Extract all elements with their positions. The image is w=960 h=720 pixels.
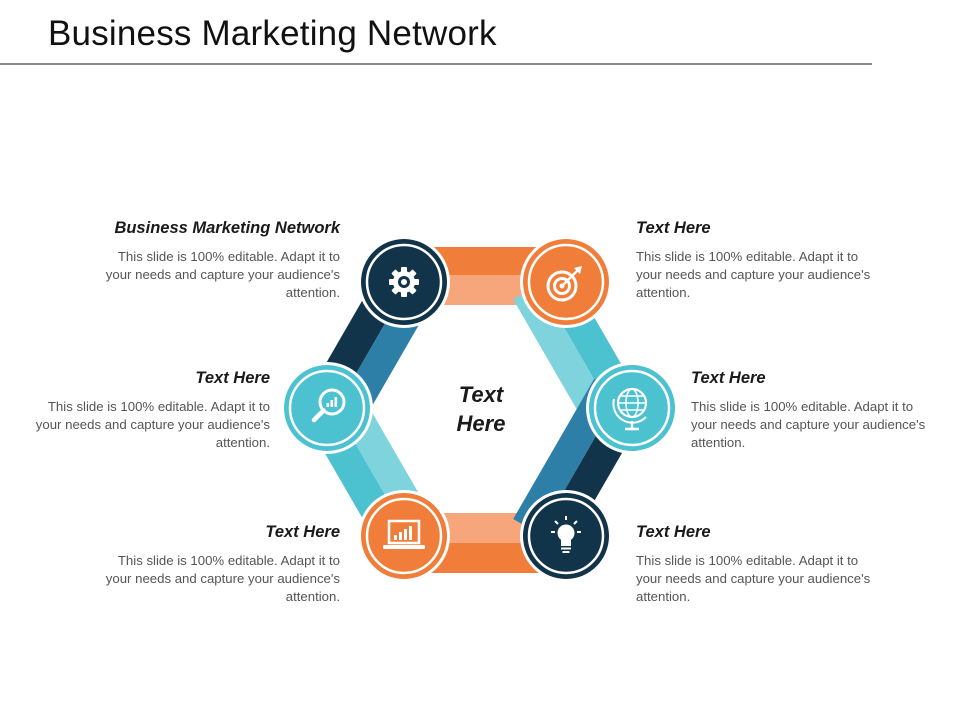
text-block-title: Text Here [691, 369, 766, 387]
text-block-bottom-left: Text Here This slide is 100% editable. A… [100, 523, 340, 606]
laptop-chart-icon [383, 519, 425, 549]
node-middle-left [281, 362, 373, 454]
node-top-left [358, 236, 450, 328]
globe-icon [612, 387, 648, 431]
text-block-middle-right: Text Here This slide is 100% editable. A… [691, 369, 931, 452]
page-title: Business Marketing Network [48, 14, 497, 53]
text-block-top-right: Text Here This slide is 100% editable. A… [636, 219, 876, 302]
node-middle-right [586, 362, 678, 454]
gear-icon [389, 267, 419, 297]
center-label-line1: Text [458, 382, 504, 407]
title-divider [0, 63, 872, 65]
node-bottom-right [520, 490, 612, 582]
text-block-bottom-right: Text Here This slide is 100% editable. A… [636, 523, 876, 606]
node-top-right [520, 236, 612, 328]
center-label-line2: Here [456, 411, 506, 436]
text-block-body: This slide is 100% editable. Adapt it to… [636, 249, 871, 300]
text-block-title: Text Here [636, 219, 711, 237]
text-block-title: Business Marketing Network [114, 219, 340, 237]
text-block-body: This slide is 100% editable. Adapt it to… [35, 399, 270, 450]
target-icon [546, 266, 582, 302]
text-block-middle-left: Text Here This slide is 100% editable. A… [30, 369, 270, 452]
text-block-title: Text Here [195, 369, 270, 387]
lightbulb-icon [551, 516, 581, 553]
text-block-body: This slide is 100% editable. Adapt it to… [691, 399, 926, 450]
text-block-body: This slide is 100% editable. Adapt it to… [636, 553, 871, 604]
text-block-title: Text Here [265, 523, 340, 541]
text-block-top-left: Business Marketing Network This slide is… [100, 219, 340, 302]
text-block-body: This slide is 100% editable. Adapt it to… [105, 249, 340, 300]
text-block-title: Text Here [636, 523, 711, 541]
text-block-body: This slide is 100% editable. Adapt it to… [105, 553, 340, 604]
search-chart-icon [311, 388, 346, 423]
center-label: Text Here [431, 380, 531, 438]
node-bottom-left [358, 490, 450, 582]
